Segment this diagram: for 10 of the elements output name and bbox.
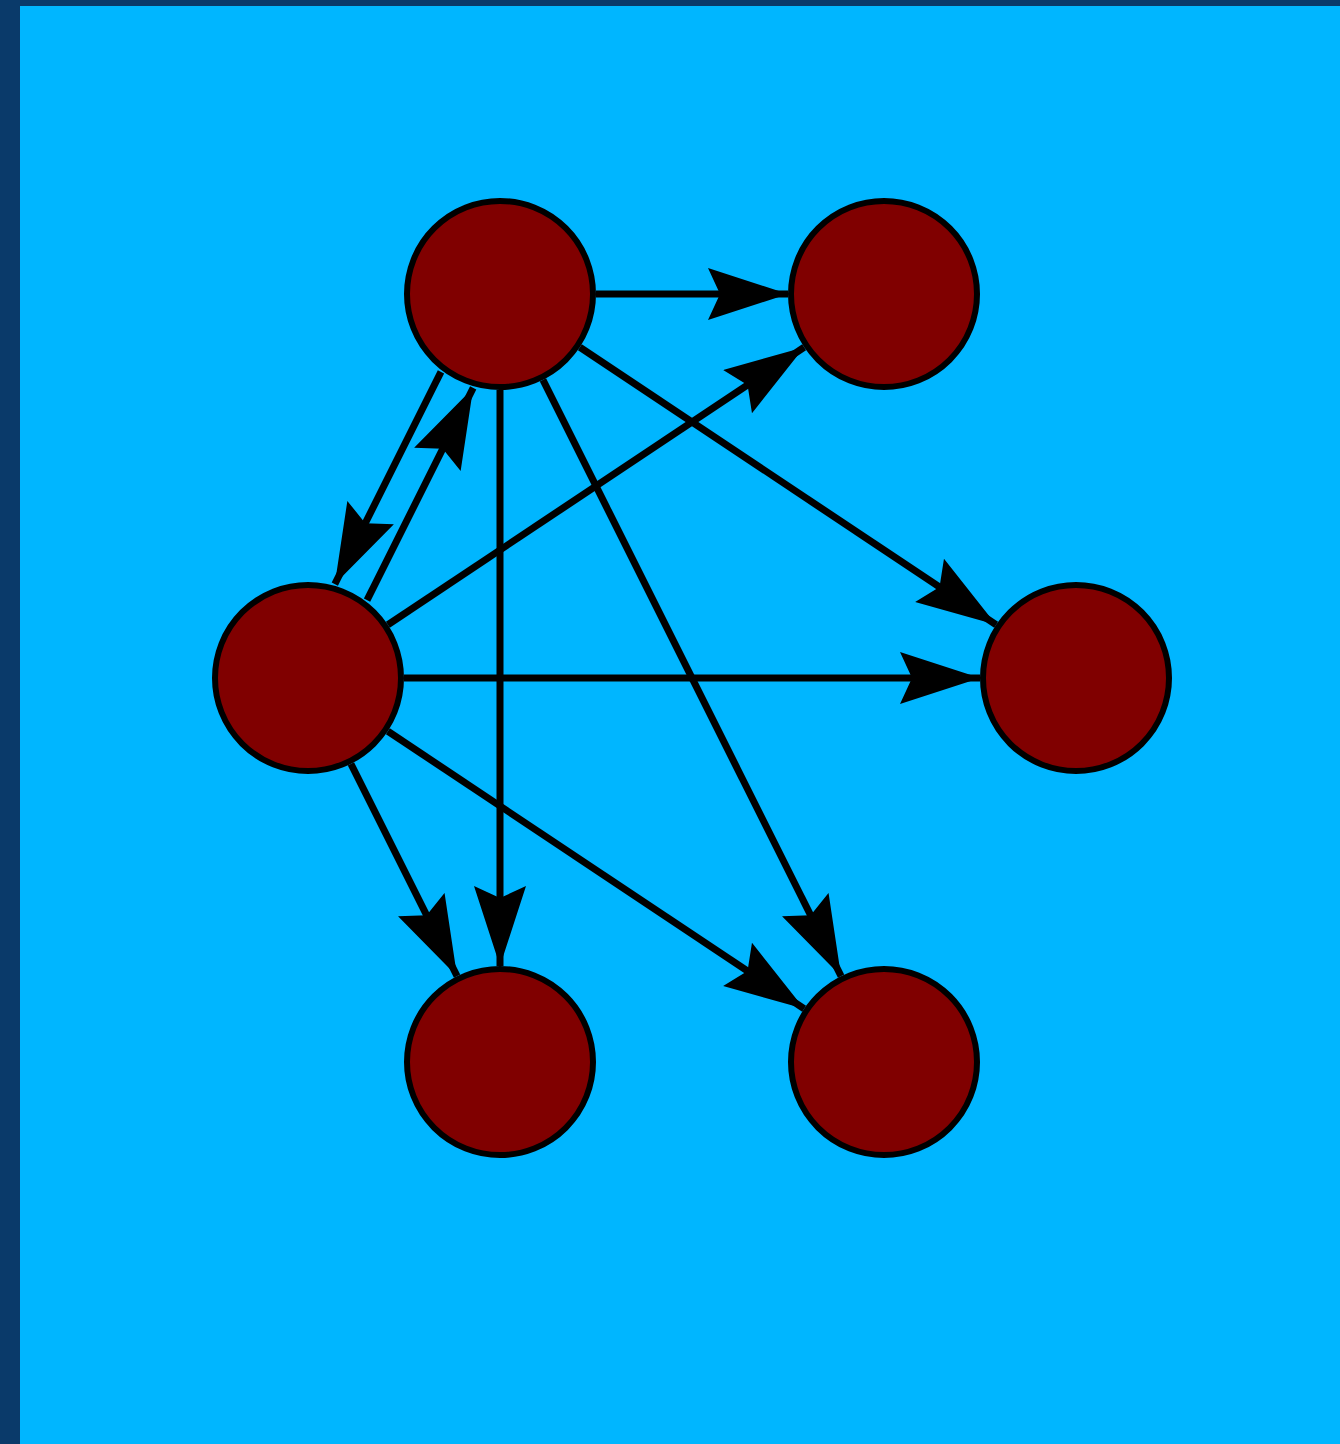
arrow bbox=[596, 268, 788, 320]
arrow bbox=[331, 370, 445, 586]
arrow bbox=[577, 344, 999, 628]
arrow bbox=[404, 652, 980, 704]
arrow bbox=[363, 386, 477, 602]
arrow bbox=[347, 762, 461, 978]
arrow bbox=[474, 390, 526, 966]
arrow bbox=[539, 378, 845, 978]
arrow bbox=[385, 728, 807, 1012]
arrow bbox=[385, 344, 807, 628]
